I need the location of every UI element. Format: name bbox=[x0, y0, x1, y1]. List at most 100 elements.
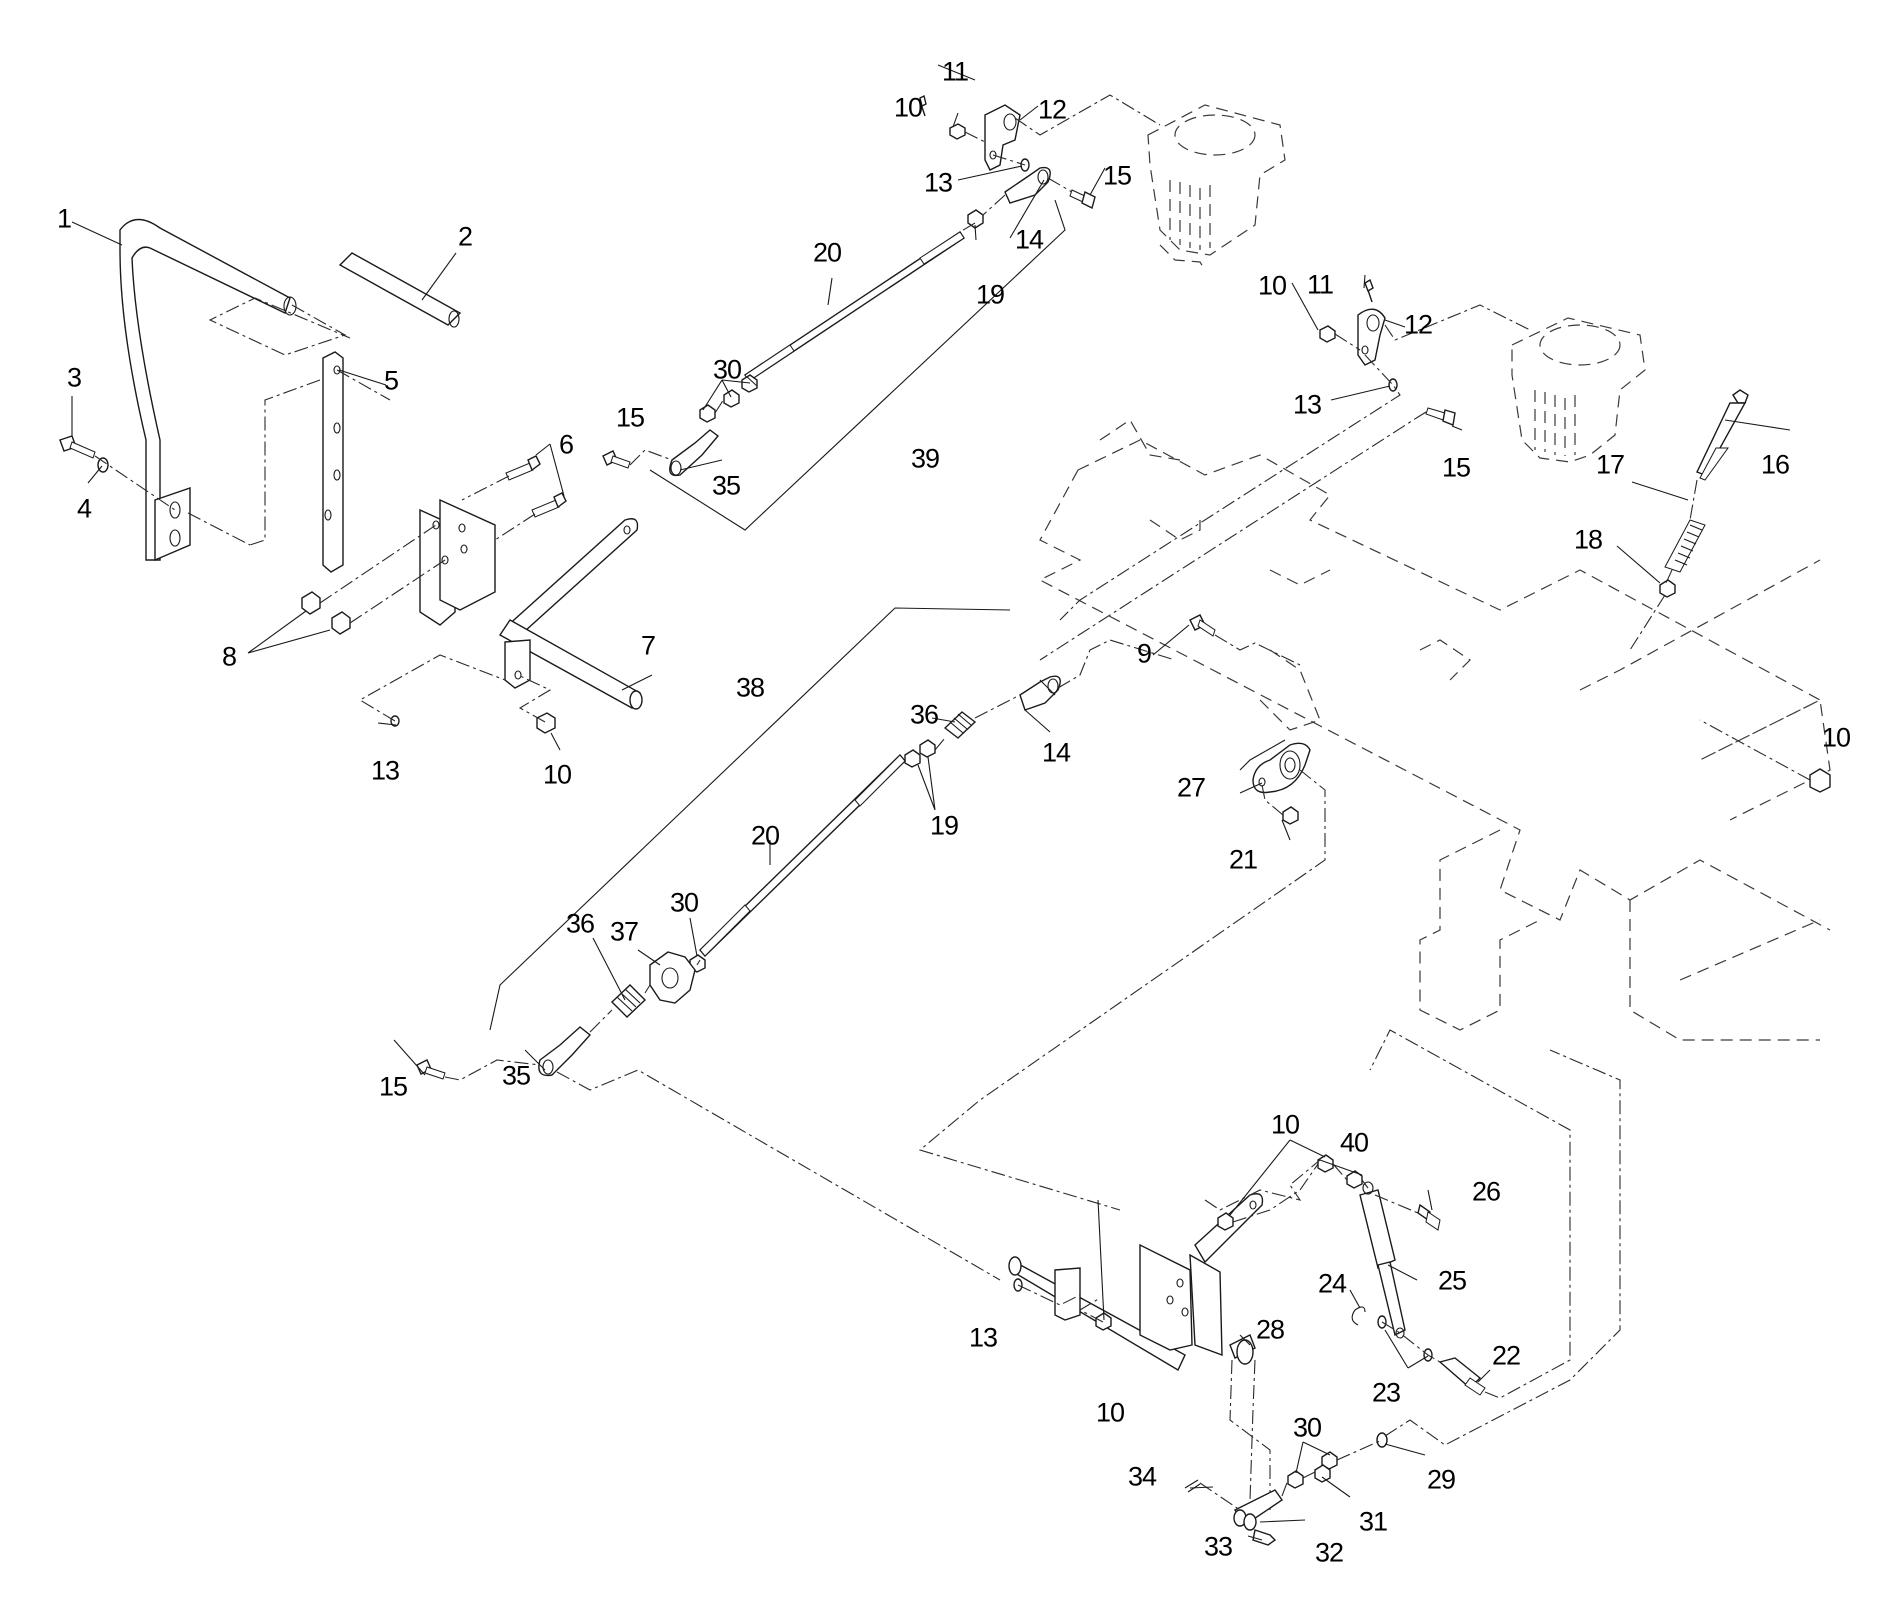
bar-guide-line bbox=[187, 369, 391, 546]
long-bolt-16 bbox=[1696, 389, 1749, 481]
callout-30-lower: 30 bbox=[669, 887, 699, 918]
callout-7: 7 bbox=[640, 630, 656, 661]
nut-18 bbox=[1659, 579, 1676, 598]
callout-20-lower: 20 bbox=[750, 820, 780, 851]
nut-31 bbox=[1314, 1464, 1331, 1483]
guide-line bbox=[1699, 719, 1811, 781]
callout-10-upper: 10 bbox=[893, 92, 923, 123]
callout-22: 22 bbox=[1491, 1340, 1521, 1371]
rod-end-14-lower bbox=[1019, 675, 1061, 711]
callout-39: 39 bbox=[910, 443, 940, 474]
callout-10-frame: 10 bbox=[1821, 722, 1851, 753]
callout-35-lower: 35 bbox=[501, 1060, 531, 1091]
callout-17: 17 bbox=[1595, 449, 1625, 480]
callout-11-right: 11 bbox=[1306, 269, 1334, 300]
callout-5: 5 bbox=[383, 365, 399, 396]
callout-12-right: 12 bbox=[1403, 309, 1433, 340]
rod-end-35-upper bbox=[669, 429, 720, 477]
callout-19-lower: 19 bbox=[929, 810, 959, 841]
handle-bar-part bbox=[119, 218, 297, 562]
screw-11-upper bbox=[919, 94, 927, 117]
callout-11-upper: 11 bbox=[941, 56, 969, 87]
adjustment-bar-part bbox=[322, 351, 344, 573]
callout-38: 38 bbox=[735, 672, 765, 703]
callout-23: 23 bbox=[1371, 1377, 1401, 1408]
bracket-38 bbox=[489, 607, 1011, 1031]
flange-bearing-27 bbox=[1252, 742, 1311, 794]
nuts-19-lower bbox=[904, 739, 936, 768]
guide-line bbox=[94, 455, 176, 511]
callout-40: 40 bbox=[1339, 1127, 1369, 1158]
hydraulic-pump-right bbox=[1511, 317, 1646, 463]
guide-line bbox=[1017, 1284, 1104, 1323]
callout-36-lower: 36 bbox=[565, 908, 595, 939]
threaded-rod-20-upper bbox=[744, 231, 965, 382]
adjustment-knob-37 bbox=[649, 951, 696, 1004]
callout-6: 6 bbox=[558, 429, 574, 460]
guide-line bbox=[1199, 1049, 1621, 1511]
rod-end-35-lower bbox=[538, 1026, 592, 1077]
callout-13-upper: 13 bbox=[923, 167, 953, 198]
callout-10-right: 10 bbox=[1257, 270, 1287, 301]
bracket-guide-lines bbox=[319, 475, 536, 624]
callout-2: 2 bbox=[457, 221, 473, 252]
bolt-15-upper-left bbox=[602, 450, 631, 469]
lever-bracket-part bbox=[419, 498, 643, 710]
callout-32: 32 bbox=[1314, 1537, 1344, 1568]
callout-13-left: 13 bbox=[370, 755, 400, 786]
callout-9: 9 bbox=[1136, 638, 1152, 669]
callout-15-lower: 15 bbox=[378, 1071, 408, 1102]
callout-28: 28 bbox=[1255, 1314, 1285, 1345]
callout-30-clevis: 30 bbox=[1292, 1412, 1322, 1443]
nut-10-lower-b bbox=[1317, 1154, 1334, 1173]
nut-10-upper bbox=[949, 123, 966, 140]
callout-20-upper: 20 bbox=[812, 237, 842, 268]
ball-stud-22 bbox=[1438, 1357, 1486, 1396]
callout-16: 16 bbox=[1760, 449, 1790, 480]
callout-13-lower: 13 bbox=[968, 1322, 998, 1353]
screw-11-right bbox=[1364, 278, 1374, 303]
guide-line bbox=[1629, 479, 1698, 651]
threaded-rod-20-lower bbox=[699, 753, 906, 958]
callout-14-upper: 14 bbox=[1014, 224, 1044, 255]
lower-guide-lines bbox=[444, 639, 1176, 1281]
callout-36-upper: 36 bbox=[909, 699, 939, 730]
washer-29 bbox=[1376, 1432, 1388, 1448]
nut-19-upper bbox=[967, 209, 984, 229]
gas-damper-25 bbox=[1359, 1181, 1406, 1339]
nut-10-lower-a bbox=[1217, 1212, 1234, 1231]
nut-40 bbox=[1346, 1170, 1363, 1189]
nuts-8 bbox=[301, 591, 351, 635]
ball-stud-26 bbox=[1417, 1203, 1441, 1231]
nut-21 bbox=[1282, 806, 1299, 825]
bolt-15-upper bbox=[1069, 189, 1096, 210]
callout-37: 37 bbox=[609, 916, 639, 947]
spring-36-upper bbox=[943, 711, 977, 739]
right-guide-lines bbox=[1039, 304, 1531, 661]
bracket-39 bbox=[649, 199, 1066, 531]
callout-35-upper: 35 bbox=[711, 470, 741, 501]
callout-1: 1 bbox=[56, 203, 72, 234]
grip-guide-line bbox=[208, 297, 351, 356]
callout-10-lower-a: 10 bbox=[1270, 1109, 1300, 1140]
callout-30-upper: 30 bbox=[712, 354, 742, 385]
callout-15-right: 15 bbox=[1441, 452, 1471, 483]
guide-line bbox=[1239, 739, 1286, 771]
damper-guide-lines bbox=[1204, 1029, 1571, 1399]
callout-4: 4 bbox=[76, 493, 92, 524]
callout-24: 24 bbox=[1317, 1268, 1347, 1299]
bolt-15-lower bbox=[416, 1059, 446, 1080]
callout-26: 26 bbox=[1471, 1176, 1501, 1207]
callout-31: 31 bbox=[1358, 1506, 1388, 1537]
grip-part bbox=[338, 252, 462, 328]
bolt-9 bbox=[1189, 614, 1216, 637]
upper-pump-arm-12 bbox=[984, 104, 1021, 171]
bolts-6 bbox=[505, 455, 567, 518]
callout-19-upper: 19 bbox=[975, 279, 1005, 310]
callout-18: 18 bbox=[1573, 524, 1603, 555]
callout-3: 3 bbox=[66, 362, 82, 393]
frame-outline bbox=[1038, 419, 1831, 1041]
rod-end-14-upper bbox=[1004, 166, 1051, 204]
callout-14-lower: 14 bbox=[1041, 737, 1071, 768]
